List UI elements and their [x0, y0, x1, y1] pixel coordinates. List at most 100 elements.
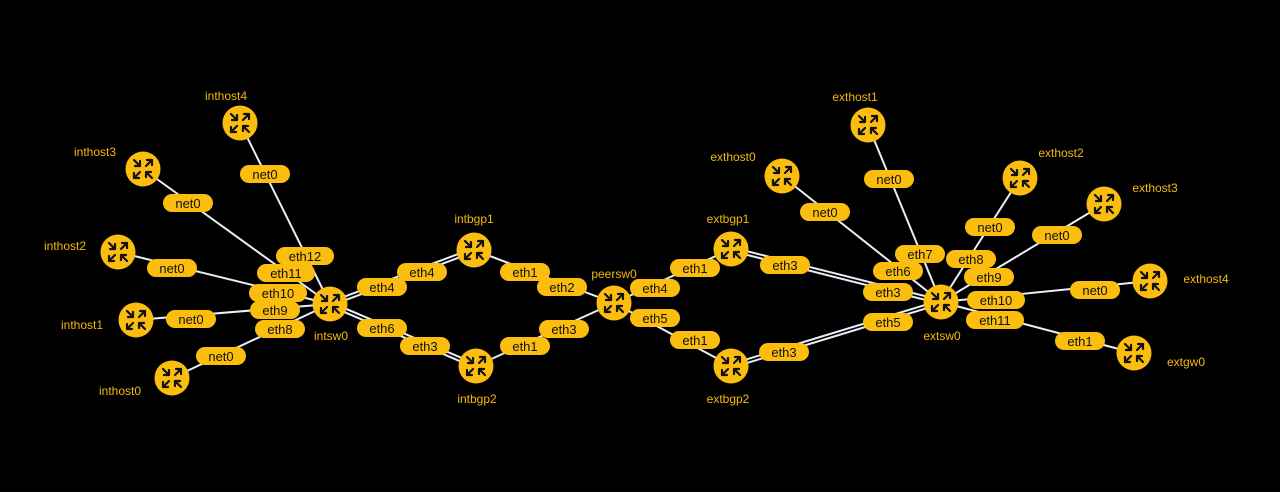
router-icon [465, 355, 487, 377]
node-circle [118, 302, 154, 338]
router-icon [125, 309, 147, 331]
interface-name: net0 [1044, 228, 1069, 243]
node-exthost0[interactable]: exthost0 [710, 150, 800, 194]
interface-name: eth1 [1067, 334, 1092, 349]
interface-label-exthost4-net0[interactable]: net0 [1070, 281, 1120, 299]
interface-label-intbgp2-eth1[interactable]: eth1 [500, 337, 550, 355]
interface-label-intsw0-eth11[interactable]: eth11 [257, 264, 315, 282]
interface-label-exthost3-net0[interactable]: net0 [1032, 226, 1082, 244]
interface-label-extsw0-eth11[interactable]: eth11 [966, 311, 1024, 329]
interface-label-peersw0-eth2[interactable]: eth2 [537, 278, 587, 296]
interface-label-extbgp1-eth1[interactable]: eth1 [670, 259, 720, 277]
interface-name: eth1 [682, 333, 707, 348]
node-exthost4[interactable]: exthost4 [1132, 263, 1230, 299]
interface-label-intbgp2-eth3[interactable]: eth3 [400, 337, 450, 355]
interface-pill [500, 263, 550, 281]
node-exthost1[interactable]: exthost1 [832, 90, 886, 143]
node-circle [850, 107, 886, 143]
interface-label-extbgp2-eth1[interactable]: eth1 [670, 331, 720, 349]
interface-name: net0 [208, 349, 233, 364]
interface-label-extsw0-eth10[interactable]: eth10 [967, 291, 1025, 309]
link-extgw0-extsw0 [940, 301, 1135, 354]
node-circle [154, 360, 190, 396]
interface-pill [357, 278, 407, 296]
node-extbgp1[interactable]: extbgp1 [707, 212, 750, 267]
node-label: intbgp2 [457, 392, 497, 406]
interface-name: eth6 [369, 321, 394, 336]
node-intbgp2[interactable]: intbgp2 [457, 348, 497, 407]
link-exthost3-extsw0 [940, 203, 1105, 303]
interface-pill [257, 264, 315, 282]
router-icon [463, 239, 485, 261]
node-inthost3[interactable]: inthost3 [74, 145, 161, 187]
interface-pill [196, 347, 246, 365]
link-exthost0-extsw0 [781, 175, 942, 303]
router-icon [319, 293, 341, 315]
node-label: peersw0 [591, 267, 637, 281]
interface-label-inthost2-net0[interactable]: net0 [147, 259, 197, 277]
interface-label-extsw0-eth3[interactable]: eth3 [863, 283, 913, 301]
node-label: intsw0 [314, 329, 348, 343]
interface-label-intbgp1-eth4[interactable]: eth4 [397, 263, 447, 281]
interface-label-exthost2-net0[interactable]: net0 [965, 218, 1015, 236]
interface-label-inthost0-net0[interactable]: net0 [196, 347, 246, 365]
interface-label-intsw0-eth9[interactable]: eth9 [250, 301, 300, 319]
interface-label-extsw0-eth8[interactable]: eth8 [946, 250, 996, 268]
interface-label-extsw0-eth6[interactable]: eth6 [873, 262, 923, 280]
interface-label-inthost4-net0[interactable]: net0 [240, 165, 290, 183]
interface-name: eth5 [875, 315, 900, 330]
interface-pill [964, 268, 1014, 286]
node-extbgp2[interactable]: extbgp2 [707, 348, 750, 407]
interface-name: net0 [175, 196, 200, 211]
interface-label-intbgp1-eth1[interactable]: eth1 [500, 263, 550, 281]
router-icon [771, 165, 793, 187]
interface-name: net0 [178, 312, 203, 327]
interface-pill [276, 247, 334, 265]
interface-pill [800, 203, 850, 221]
node-label: extsw0 [923, 329, 961, 343]
interface-label-peersw0-eth4[interactable]: eth4 [630, 279, 680, 297]
interface-label-intsw0-eth4[interactable]: eth4 [357, 278, 407, 296]
interface-label-extsw0-eth5[interactable]: eth5 [863, 313, 913, 331]
node-label: exthost4 [1183, 272, 1229, 286]
interface-pill [400, 337, 450, 355]
interface-label-intsw0-eth12[interactable]: eth12 [276, 247, 334, 265]
node-circle [1132, 263, 1168, 299]
node-label: exthost3 [1132, 181, 1178, 195]
interface-label-exthost0-net0[interactable]: net0 [800, 203, 850, 221]
interface-label-intsw0-eth6[interactable]: eth6 [357, 319, 407, 337]
interface-pill [250, 301, 300, 319]
interface-label-peersw0-eth3[interactable]: eth3 [539, 320, 589, 338]
interface-label-intsw0-eth8[interactable]: eth8 [255, 320, 305, 338]
interface-label-extsw0-eth7[interactable]: eth7 [895, 245, 945, 263]
interface-label-inthost1-net0[interactable]: net0 [166, 310, 216, 328]
interface-pill [255, 320, 305, 338]
router-icon [1093, 193, 1115, 215]
node-inthost2[interactable]: inthost2 [44, 234, 136, 270]
link-exthost2-extsw0 [940, 177, 1021, 303]
interface-label-intsw0-eth10[interactable]: eth10 [249, 284, 307, 302]
interface-label-inthost3-net0[interactable]: net0 [163, 194, 213, 212]
node-label: inthost1 [61, 318, 103, 332]
interface-label-extsw0-eth9[interactable]: eth9 [964, 268, 1014, 286]
interface-name: net0 [252, 167, 277, 182]
interface-label-extbgp2-eth3[interactable]: eth3 [759, 343, 809, 361]
node-extgw0[interactable]: extgw0 [1116, 335, 1206, 371]
node-inthost4[interactable]: inthost4 [205, 89, 258, 141]
node-intbgp1[interactable]: intbgp1 [454, 212, 494, 268]
node-exthost3[interactable]: exthost3 [1086, 181, 1179, 222]
node-intsw0[interactable]: intsw0 [312, 286, 349, 344]
node-peersw0[interactable]: peersw0 [591, 267, 637, 321]
node-exthost2[interactable]: exthost2 [1002, 146, 1085, 196]
interface-label-extgw0-eth1[interactable]: eth1 [1055, 332, 1105, 350]
interface-label-extbgp1-eth3[interactable]: eth3 [760, 256, 810, 274]
interface-label-peersw0-eth5[interactable]: eth5 [630, 309, 680, 327]
node-extsw0[interactable]: extsw0 [923, 284, 961, 344]
interface-label-exthost1-net0[interactable]: net0 [864, 170, 914, 188]
node-label: extgw0 [1167, 355, 1205, 369]
interface-pill [539, 320, 589, 338]
interface-pill [1055, 332, 1105, 350]
interface-name: eth8 [958, 252, 983, 267]
node-inthost0[interactable]: inthost0 [99, 360, 190, 399]
node-inthost1[interactable]: inthost1 [61, 302, 154, 338]
